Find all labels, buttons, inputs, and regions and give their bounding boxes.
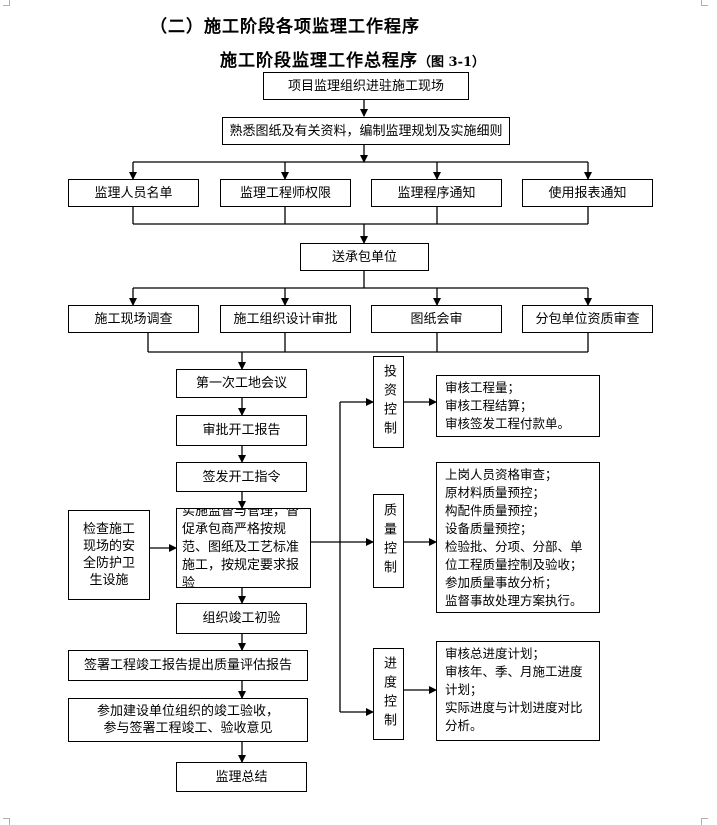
node-study-drawings: 熟悉图纸及有关资料，编制监理规划及实施细则: [222, 117, 510, 145]
node-design-approval: 施工组织设计审批: [220, 305, 351, 333]
acceptance-line-2: 参与签署工程竣工、验收意见: [103, 721, 273, 736]
node-forms-notice: 使用报表通知: [522, 179, 653, 207]
node-subcontractor-review: 分包单位资质审查: [522, 305, 653, 333]
node-send-contractor: 送承包单位: [300, 243, 429, 271]
control-quality-label: 质量控制: [381, 503, 396, 579]
diagram-title-main: 施工阶段监理工作总程序: [220, 51, 418, 71]
corner-mark-bottom-left: [3, 818, 10, 825]
safety-check-line-2: 现场的安: [82, 539, 135, 554]
control-investment-label: 投资控制: [381, 364, 396, 440]
list-item: 监督事故处理方案执行。: [445, 593, 583, 608]
control-investment: 投资控制: [373, 356, 404, 448]
corner-mark-top-right: [701, 0, 708, 6]
quality-detail-list: 上岗人员资格审查； 原材料质量预控； 构配件质量预控； 设备质量预控； 检验批、…: [436, 462, 600, 613]
node-staff-list: 监理人员名单: [68, 179, 199, 207]
list-item: 审核年、季、月施工进度计划；: [445, 664, 583, 697]
safety-check-line-4: 生设施: [89, 573, 129, 588]
list-item: 审核签发工程付款单。: [445, 416, 571, 431]
corner-mark-bottom-right: [701, 818, 708, 825]
node-issue-order: 签发开工指令: [176, 462, 307, 492]
node-drawing-review: 图纸会审: [371, 305, 502, 333]
schedule-detail-list: 审核总进度计划； 审核年、季、月施工进度计划； 实际进度与计划进度对比分析。: [436, 641, 600, 741]
node-sign-report: 签署工程竣工报告提出质量评估报告: [68, 650, 308, 681]
list-item: 参加质量事故分析；: [445, 575, 558, 590]
node-pre-acceptance: 组织竣工初验: [176, 603, 307, 634]
node-first-meeting: 第一次工地会议: [176, 369, 307, 398]
list-item: 审核工程结算；: [445, 398, 533, 413]
safety-check-line-1: 检查施工: [82, 522, 135, 537]
control-schedule: 进度控制: [373, 648, 404, 740]
diagram-title: 施工阶段监理工作总程序（图 3-1）: [220, 46, 485, 71]
safety-check-line-3: 全防护卫: [82, 556, 135, 571]
node-project-entry: 项目监理组织进驻施工现场: [263, 72, 469, 100]
node-procedure-notice: 监理程序通知: [371, 179, 502, 207]
node-site-survey: 施工现场调查: [68, 305, 199, 333]
list-item: 上岗人员资格审查；: [445, 467, 558, 482]
list-item: 审核总进度计划；: [445, 646, 546, 661]
control-quality: 质量控制: [373, 494, 404, 588]
list-item: 实际进度与计划进度对比分析。: [445, 700, 583, 733]
list-item: 设备质量预控；: [445, 521, 533, 536]
node-summary: 监理总结: [176, 762, 307, 792]
investment-detail-list: 审核工程量； 审核工程结算； 审核签发工程付款单。: [436, 375, 600, 437]
section-heading: （二）施工阶段各项监理工作程序: [150, 17, 420, 37]
corner-mark-top-left: [3, 0, 10, 6]
control-schedule-label: 进度控制: [381, 656, 396, 732]
list-item: 审核工程量；: [445, 380, 521, 395]
node-safety-check: 检查施工 现场的安 全防护卫 生设施: [68, 510, 150, 600]
node-supervise: 实施监督与管理，督促承包商严格按规范、图纸及工艺标准施工，按规定要求报验: [176, 508, 311, 588]
list-item: 原材料质量预控；: [445, 485, 546, 500]
node-approve-report: 审批开工报告: [176, 415, 307, 446]
acceptance-line-1: 参加建设单位组织的竣工验收，: [96, 704, 279, 719]
node-acceptance: 参加建设单位组织的竣工验收， 参与签署工程竣工、验收意见: [68, 698, 308, 742]
node-engineer-authority: 监理工程师权限: [220, 179, 351, 207]
list-item: 检验批、分项、分部、单位工程质量控制及验收；: [445, 539, 583, 572]
list-item: 构配件质量预控；: [445, 503, 546, 518]
diagram-title-figure-ref: （图 3-1）: [418, 55, 486, 70]
